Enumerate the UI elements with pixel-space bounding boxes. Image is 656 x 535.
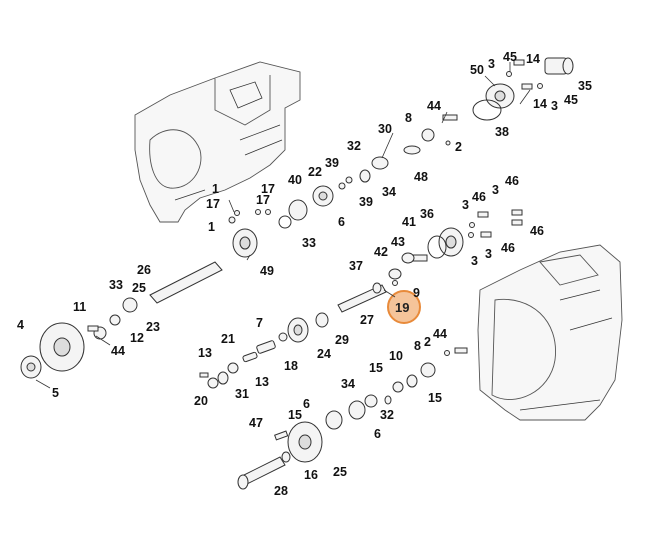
label-44: 44 [427,99,441,113]
label-8: 8 [405,111,412,125]
label-3: 3 [551,99,558,113]
label-39: 39 [325,156,339,170]
label-15: 15 [288,408,302,422]
label-46: 46 [501,241,515,255]
highlight-marker[interactable] [387,290,421,324]
label-17: 17 [261,182,275,196]
label-32: 32 [380,408,394,422]
shaft-assembly-left [149,209,271,304]
label-29: 29 [335,333,349,347]
label-3: 3 [492,183,499,197]
label-10: 10 [389,349,403,363]
label-9: 9 [413,286,420,300]
label-38: 38 [495,125,509,139]
label-18: 18 [284,359,298,373]
label-44: 44 [111,344,125,358]
label-6: 6 [303,397,310,411]
label-2: 2 [424,335,431,349]
label-39: 39 [359,195,373,209]
label-25: 25 [132,281,146,295]
label-7: 7 [256,316,263,330]
label-15: 15 [428,391,442,405]
label-34: 34 [382,185,396,199]
callout-labels: 45 14 3 50 35 14 3 45 44 38 8 30 2 32 39… [17,50,592,498]
label-33: 33 [302,236,316,250]
label-35: 35 [578,79,592,93]
part-cluster-bottom [237,400,366,490]
label-6: 6 [374,427,381,441]
label-16: 16 [304,468,318,482]
label-13: 13 [198,346,212,360]
highlight-label: 19 [395,300,409,315]
label-36: 36 [420,207,434,221]
label-3: 3 [462,198,469,212]
label-46: 46 [505,174,519,188]
label-3: 3 [471,254,478,268]
label-26: 26 [137,263,151,277]
label-48: 48 [414,170,428,184]
label-41: 41 [402,215,416,229]
label-15: 15 [369,361,383,375]
leader-lines [35,62,531,389]
label-24: 24 [317,347,331,361]
label-22: 22 [308,165,322,179]
label-31: 31 [235,387,249,401]
part-cluster-top-right [421,57,574,146]
label-34: 34 [341,377,355,391]
label-45: 45 [564,93,578,107]
part-cluster-lower-right [364,347,468,408]
label-33: 33 [109,278,123,292]
label-46: 46 [530,224,544,238]
label-27: 27 [360,313,374,327]
upper-housing [134,61,301,223]
label-11: 11 [73,300,86,314]
label-5: 5 [52,386,59,400]
part-cluster-lower-left [199,340,276,389]
label-6: 6 [338,215,345,229]
label-8: 8 [414,339,421,353]
label-23: 23 [146,320,160,334]
label-45: 45 [503,50,517,64]
label-1: 1 [212,182,219,196]
label-2: 2 [455,140,462,154]
part-cluster-left [20,297,138,379]
part-cluster-upper-mid [278,145,421,229]
shaft-assembly-center [337,280,398,313]
label-28: 28 [274,484,288,498]
lower-housing [477,244,623,421]
label-20: 20 [194,394,208,408]
label-44: 44 [433,327,447,341]
label-3: 3 [488,57,495,71]
label-49: 49 [260,264,274,278]
label-37: 37 [349,259,363,273]
label-40: 40 [288,173,302,187]
part-cluster-gears-mid [278,312,329,343]
label-17: 17 [256,193,270,207]
label-50: 50 [470,63,484,77]
label-14: 14 [533,97,547,111]
part-cluster-right-mid [388,209,523,280]
label-13: 13 [255,375,269,389]
label-21: 21 [221,332,235,346]
label-3: 3 [485,247,492,261]
label-32: 32 [347,139,361,153]
label-25: 25 [333,465,347,479]
label-47: 47 [249,416,263,430]
label-42: 42 [374,245,388,259]
label-43: 43 [391,235,405,249]
label-17: 17 [206,197,220,211]
label-1: 1 [208,220,215,234]
label-12: 12 [130,331,144,345]
highlight-leader-line [383,289,396,298]
label-4: 4 [17,318,24,332]
label-46: 46 [472,190,486,204]
label-14: 14 [526,52,540,66]
label-30: 30 [378,122,392,136]
